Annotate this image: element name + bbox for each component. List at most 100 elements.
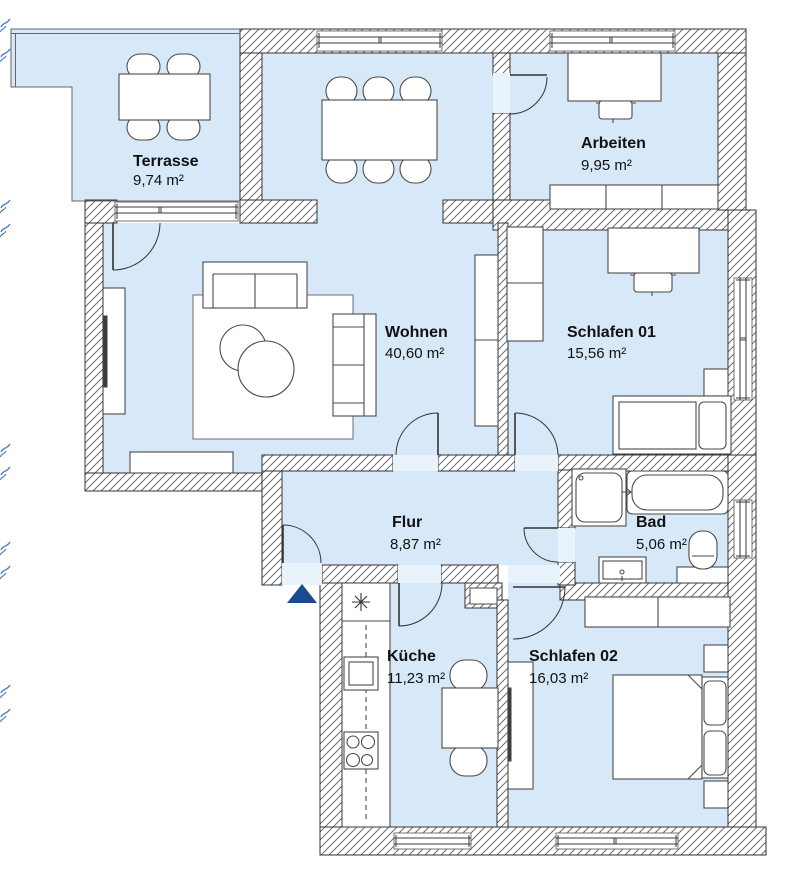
door-openings	[282, 73, 575, 585]
desk-chair-icon	[598, 100, 633, 120]
terrace-railing	[10, 28, 240, 202]
window-arbeiten-north	[549, 30, 676, 52]
wohnen-dining-set	[321, 76, 438, 184]
wall-flur-south-east	[440, 564, 499, 584]
schlafen02-bed-icon	[612, 674, 729, 780]
wohnen-shelf-icon	[474, 254, 499, 427]
wall-arbeiten-west-upper	[492, 52, 511, 76]
wall-southwest	[84, 472, 263, 492]
schlafen02-wardrobe-west-icon	[507, 661, 534, 790]
wall-dining-stub-left	[239, 199, 318, 224]
wall-west	[84, 222, 104, 476]
wall-flur-north-west	[261, 454, 394, 472]
opening-kueche	[398, 565, 441, 583]
kitchen-lamp-icon	[352, 593, 370, 611]
door-kueche	[398, 582, 443, 627]
arbeiten-desk	[567, 52, 662, 123]
wall-ne	[717, 52, 747, 211]
wall-terrace-east	[239, 52, 263, 224]
room-flur-floor	[280, 471, 558, 565]
coffee-table-icon	[237, 340, 295, 398]
desk-icon	[567, 52, 662, 102]
wall-bad-west-lower	[557, 561, 576, 586]
kitchen-sink-icon	[343, 656, 379, 691]
label-bad-name: Bad	[636, 514, 666, 531]
label-schlafen01-area: 15,56 m²	[567, 345, 626, 362]
opening-schlafen02	[508, 565, 560, 583]
label-terrasse-name: Terrasse	[133, 153, 199, 170]
doors	[112, 74, 566, 640]
wall-dining-stub-right	[442, 199, 494, 224]
label-flur-name: Flur	[392, 514, 422, 531]
nightstand-icon	[703, 368, 729, 397]
table-icon	[321, 99, 438, 161]
label-flur-area: 8,87 m²	[390, 536, 441, 553]
sofa-top-icon	[202, 261, 308, 309]
room-labels: Terrasse 9,74 m² Wohnen 40,60 m² Arbeite…	[133, 135, 687, 687]
table-icon	[441, 687, 499, 749]
wall-flur-north-mid	[437, 454, 516, 472]
terrasse-dining-set	[118, 53, 211, 141]
door-arbeiten	[509, 74, 548, 115]
low-sideboard-icon	[129, 451, 234, 474]
entrance-arrow-icon	[287, 584, 317, 603]
door-entry	[282, 524, 322, 564]
door-bad	[523, 527, 559, 563]
label-kueche-name: Küche	[387, 648, 436, 665]
desk-icon	[607, 227, 700, 274]
label-arbeiten-area: 9,95 m²	[581, 157, 632, 174]
window-bad-east	[733, 499, 753, 559]
nib-cabinet-icon	[469, 587, 498, 605]
label-wohnen-name: Wohnen	[385, 324, 448, 341]
window-dining-north	[316, 30, 443, 52]
tv-board-icon	[102, 287, 126, 415]
label-terrasse-area: 9,74 m²	[133, 172, 184, 189]
shower-icon	[571, 468, 627, 527]
arbeiten-sideboard-icon	[549, 184, 719, 210]
windows	[114, 30, 753, 850]
desk-chair-icon	[633, 272, 673, 293]
toilet-icon	[676, 530, 729, 584]
door-wohnen-flur	[395, 412, 439, 456]
opening-bad	[558, 528, 575, 562]
kueche-dining-set	[441, 659, 499, 777]
wall-nw-stub	[84, 199, 118, 224]
label-kueche-area: 11,23 m²	[387, 670, 445, 687]
schlafen01-wardrobe-icon	[506, 226, 544, 342]
label-schlafen01-name: Schlafen 01	[567, 324, 656, 341]
nightstand-icon	[703, 644, 729, 673]
label-schlafen02-area: 16,03 m²	[529, 670, 588, 687]
label-bad-area: 5,06 m²	[636, 536, 687, 553]
door-schlafen02	[512, 586, 566, 640]
schlafen01-desk	[607, 227, 700, 296]
schlafen01-bed-icon	[612, 395, 732, 455]
door-schlafen01	[514, 412, 559, 456]
kitchen-counter-icon	[341, 582, 391, 828]
opening-arbeiten	[493, 73, 510, 113]
opening-schlafen01	[515, 455, 558, 471]
label-wohnen-area: 40,60 m²	[385, 345, 444, 362]
window-kueche-south	[393, 832, 472, 850]
opening-wohnen-flur	[393, 455, 438, 471]
window-schlafen01-east	[733, 277, 753, 401]
sink-icon	[598, 556, 647, 584]
schlafen02-wardrobe-north-icon	[584, 596, 731, 628]
table-icon	[118, 73, 211, 121]
nightstand-icon	[703, 780, 729, 809]
sofa-right-icon	[332, 313, 377, 417]
stove-icon	[343, 731, 379, 770]
opening-entry	[282, 563, 322, 585]
label-arbeiten-name: Arbeiten	[581, 135, 646, 152]
door-terrasse-wohnen	[112, 222, 161, 271]
window-terrasse-door	[114, 201, 239, 222]
wall-bottom	[319, 826, 767, 856]
window-schlafen02-south	[555, 832, 679, 850]
chair-icon	[449, 659, 488, 692]
reference-ticks	[0, 18, 11, 723]
bathtub-icon	[622, 470, 729, 515]
label-schlafen02-name: Schlafen 02	[529, 648, 618, 665]
wall-arbeiten-west-lower	[492, 112, 511, 204]
chair-icon	[449, 744, 488, 777]
